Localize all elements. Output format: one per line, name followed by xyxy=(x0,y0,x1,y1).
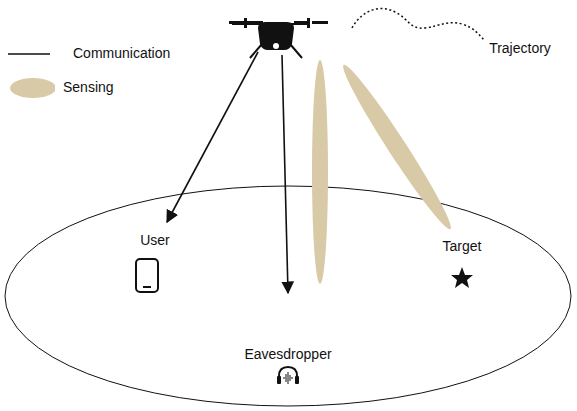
trajectory-curve xyxy=(352,9,484,40)
sensing-beam xyxy=(312,60,328,284)
target-star xyxy=(451,267,473,288)
legend-text: Communication xyxy=(73,46,170,61)
label-text: Target xyxy=(443,239,482,254)
sensing-beam xyxy=(336,60,458,234)
communication-arrow xyxy=(167,52,258,222)
ground-region xyxy=(5,186,571,406)
label-text: User xyxy=(140,233,170,248)
legend-text: Sensing xyxy=(63,80,114,95)
uav-drone xyxy=(229,18,328,58)
label-text: Trajectory xyxy=(489,41,551,56)
phone-icon xyxy=(136,259,158,292)
communication-arrow xyxy=(282,55,288,293)
legend-swatch xyxy=(3,76,55,100)
label-text: Eavesdropper xyxy=(244,347,331,362)
headphones-icon xyxy=(277,367,299,384)
legend-line-sample xyxy=(8,53,50,55)
legend-swatch-shape xyxy=(10,78,55,98)
